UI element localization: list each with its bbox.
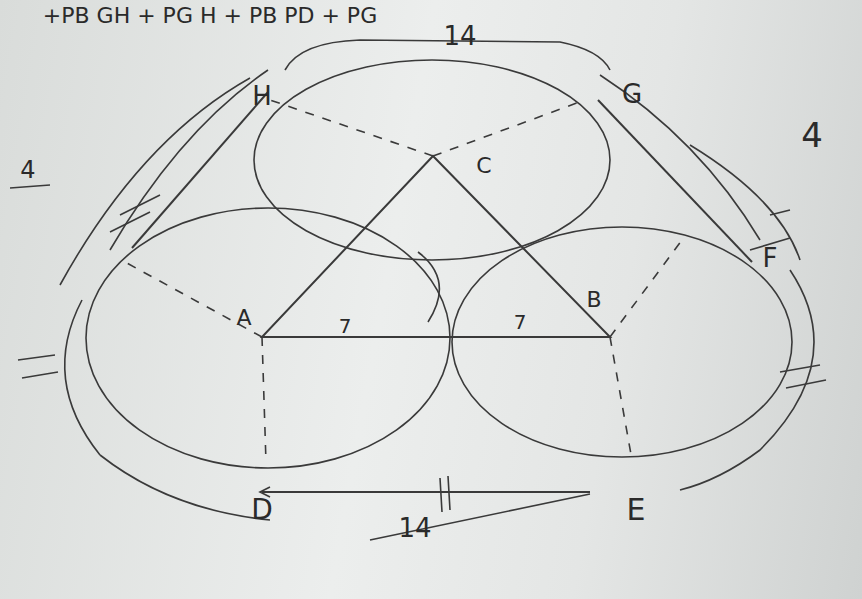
point-label: H xyxy=(252,83,272,109)
board-text: +PB GH + PG H + PB PD + PG xyxy=(43,5,377,27)
tangent-line xyxy=(598,100,752,262)
length-label: 4 xyxy=(801,118,823,152)
tick-mark xyxy=(750,210,790,250)
tick-mark xyxy=(18,355,58,378)
point-label: C xyxy=(476,155,491,177)
length-label: 7 xyxy=(339,316,352,336)
outer-arc xyxy=(100,455,270,520)
length-label: 4 xyxy=(20,158,35,182)
outer-arc xyxy=(680,270,814,490)
outer-arc xyxy=(60,78,250,285)
tick-mark xyxy=(440,476,450,512)
length-label: 7 xyxy=(514,312,527,332)
length-label: 14 xyxy=(443,23,476,49)
circle-b xyxy=(452,227,792,457)
point-label: A xyxy=(236,307,251,329)
point-label: D xyxy=(251,496,273,524)
outer-arc xyxy=(600,75,760,240)
point-label: E xyxy=(627,495,646,525)
dimension-line xyxy=(262,491,590,493)
point-label: F xyxy=(763,245,778,271)
arc-mark xyxy=(418,252,439,322)
length-label: 14 xyxy=(398,515,431,541)
outer-arc xyxy=(65,300,100,455)
circle-c xyxy=(254,60,610,260)
radius-lines xyxy=(125,100,682,462)
leader-line xyxy=(370,494,590,540)
tangent-line xyxy=(132,92,268,248)
tick-mark xyxy=(110,195,160,232)
outer-arc xyxy=(690,145,800,260)
outer-arc xyxy=(110,70,268,250)
point-label: G xyxy=(622,81,642,107)
triangle xyxy=(262,156,610,337)
underline xyxy=(10,185,50,188)
tick-mark xyxy=(780,365,826,388)
point-label: B xyxy=(586,289,601,311)
